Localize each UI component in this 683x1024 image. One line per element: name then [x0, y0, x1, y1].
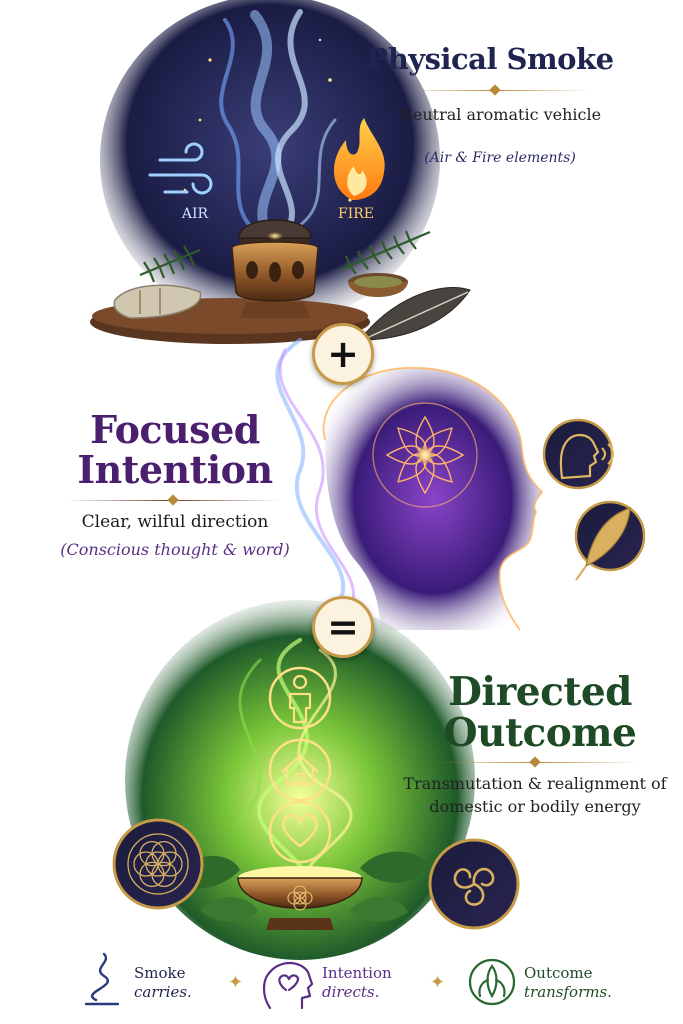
title-divider [65, 500, 280, 501]
feather-icon [357, 286, 471, 343]
footer-smoke-verb: carries. [134, 983, 192, 1001]
flame-icon [333, 118, 385, 200]
lotus-icon [372, 402, 478, 508]
footer-intention: Intention directs. [314, 955, 392, 1011]
speaking-head-icon [542, 418, 614, 490]
wind-icon [148, 142, 213, 195]
incense-burner-icon [231, 219, 319, 318]
sage-bundle-icon [113, 284, 202, 319]
footer-separator-star: ✦ [228, 972, 244, 993]
footer-intention-word: Intention [322, 964, 392, 982]
energy-swirl [275, 338, 356, 612]
head-silhouette-icon [322, 367, 544, 631]
footer-outcome-verb: transforms. [524, 983, 612, 1001]
focused-intention-description: Clear, wilful direction [81, 512, 269, 532]
footer-smoke: Smoke carries. [126, 955, 192, 1011]
footer-smoke-text: Smoke carries. [134, 964, 192, 1002]
physical-smoke-title: Physical Smoke [366, 42, 614, 76]
footer-outcome-text: Outcome transforms. [524, 964, 612, 1002]
fire-label: FIRE [338, 206, 374, 222]
heart-icon [268, 800, 332, 864]
brain-heart-icon [262, 961, 314, 1010]
herb-dish [348, 273, 408, 297]
physical-smoke-description: Neutral aromatic vehicle [398, 105, 602, 124]
footer-outcome-word: Outcome [524, 964, 593, 982]
footer-separator-star: ✦ [430, 972, 446, 993]
green-energy-swirls [238, 638, 353, 902]
focused-intention-detail: (Conscious thought & word) [60, 540, 290, 559]
footer-intention-text: Intention directs. [322, 964, 392, 1002]
night-sky-backdrop [100, 0, 440, 325]
title-divider [400, 90, 590, 91]
blue-smoke-plume [219, 9, 337, 245]
footer-smoke-word: Smoke [134, 964, 186, 982]
footer-intention-verb: directs. [322, 983, 380, 1001]
triskele-icon [428, 838, 520, 930]
footer-outcome: Outcome transforms. [516, 955, 612, 1011]
bowl-icon [237, 866, 363, 930]
physical-smoke-elements: (Air & Fire elements) [424, 150, 576, 166]
flower-of-life-icon [112, 818, 204, 910]
leaf-hands-icon [468, 958, 516, 1006]
focused-intention-title: Focused Intention [77, 407, 273, 492]
house-icon [268, 738, 332, 802]
person-icon [268, 666, 332, 730]
pine-sprigs [139, 230, 431, 283]
directed-outcome-title: Directed Outcome [443, 669, 637, 756]
smoke-swirl-icon [84, 952, 120, 1006]
plus-operator-badge: + [312, 323, 374, 385]
air-label: AIR [181, 206, 209, 222]
equals-operator-badge: = [312, 596, 374, 658]
directed-outcome-description: Transmutation & realignment of domestic … [403, 774, 667, 816]
quill-icon [574, 500, 646, 581]
title-divider [430, 762, 640, 763]
